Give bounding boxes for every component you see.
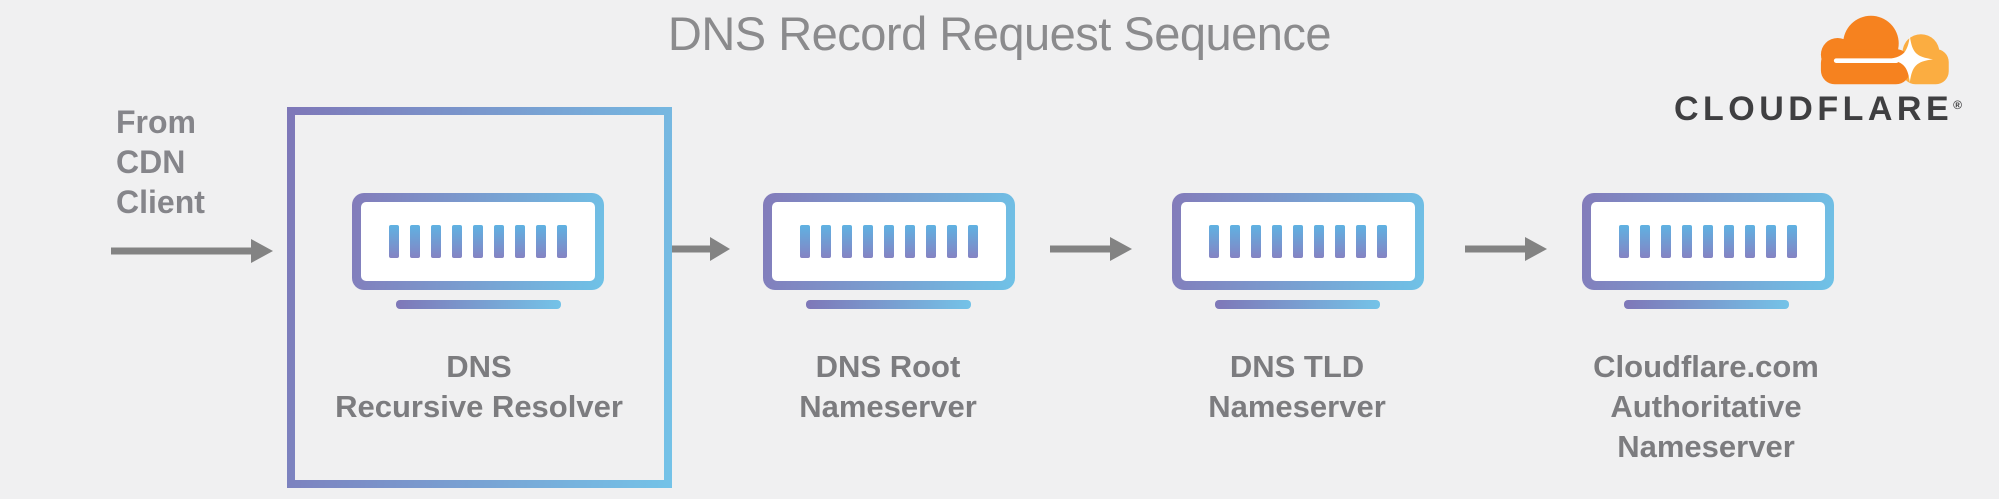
server-stand bbox=[1215, 300, 1380, 309]
flow-arrow-root-to-tld-icon bbox=[1050, 237, 1132, 261]
flow-arrow-tld-to-authoritative-icon bbox=[1465, 237, 1547, 261]
server-monitor-icon bbox=[1582, 193, 1834, 290]
server-monitor-icon bbox=[763, 193, 1015, 290]
server-slot-bar bbox=[1640, 225, 1650, 258]
server-slot-bar bbox=[389, 225, 399, 258]
server-slot-bar bbox=[1377, 225, 1387, 258]
server-slot-bar bbox=[884, 225, 894, 258]
cloudflare-cloud-icon bbox=[1820, 15, 1949, 85]
server-slot-bar bbox=[947, 225, 957, 258]
server-slot-bar bbox=[968, 225, 978, 258]
server-slot-bar bbox=[1724, 225, 1734, 258]
highlight-box-inner bbox=[295, 115, 664, 480]
server-slot-bar bbox=[473, 225, 483, 258]
source-label: From CDN Client bbox=[116, 104, 205, 220]
server-slot-bar bbox=[557, 225, 567, 258]
server-slot-bar bbox=[1619, 225, 1629, 258]
server-slot-bar bbox=[1682, 225, 1692, 258]
server-slot-bar bbox=[1766, 225, 1776, 258]
server-slot-bar bbox=[1335, 225, 1345, 258]
server-slot-bar bbox=[905, 225, 915, 258]
server-slot-bar bbox=[863, 225, 873, 258]
server-slot-bar bbox=[515, 225, 525, 258]
server-monitor-icon bbox=[1172, 193, 1424, 290]
node-label-cloudflare-authoritative-nameserver: Cloudflare.com Authoritative Nameserver bbox=[1593, 349, 1819, 464]
server-stand bbox=[396, 300, 561, 309]
highlight-box-recursive-resolver bbox=[287, 107, 672, 488]
cloudflare-brand-text: CLOUDFLARE bbox=[1673, 90, 1954, 128]
server-slot-bar bbox=[1209, 225, 1219, 258]
registered-trademark-symbol: ® bbox=[1953, 98, 1962, 112]
server-screen bbox=[772, 202, 1006, 281]
server-slot-bar bbox=[1230, 225, 1240, 258]
server-slot-bar bbox=[1703, 225, 1713, 258]
server-slot-bar bbox=[536, 225, 546, 258]
server-screen bbox=[1181, 202, 1415, 281]
diagram-title: DNS Record Request Sequence bbox=[667, 7, 1332, 60]
node-label-dns-root-nameserver: DNS Root Nameserver bbox=[799, 349, 977, 424]
server-slot-bar bbox=[842, 225, 852, 258]
server-screen bbox=[361, 202, 595, 281]
server-slot-bar bbox=[1356, 225, 1366, 258]
flow-arrow-resolver-to-root-icon bbox=[672, 237, 730, 261]
server-slot-bar bbox=[1745, 225, 1755, 258]
server-slot-bar bbox=[1272, 225, 1282, 258]
server-slot-bar bbox=[431, 225, 441, 258]
server-stand bbox=[1624, 300, 1789, 309]
server-slot-bar bbox=[410, 225, 420, 258]
server-monitor-icon bbox=[352, 193, 604, 290]
server-slot-bar bbox=[1251, 225, 1261, 258]
server-slot-bar bbox=[1661, 225, 1671, 258]
server-slot-bar bbox=[1314, 225, 1324, 258]
cloudflare-wordmark: CLOUDFLARE® bbox=[1630, 90, 1962, 129]
server-screen bbox=[1591, 202, 1825, 281]
node-label-dns-recursive-resolver: DNS Recursive Resolver bbox=[335, 349, 623, 424]
server-slot-bar bbox=[1293, 225, 1303, 258]
server-slot-bar bbox=[452, 225, 462, 258]
node-label-dns-tld-nameserver: DNS TLD Nameserver bbox=[1208, 349, 1386, 424]
server-slot-bar bbox=[800, 225, 810, 258]
flow-arrow-client-to-resolver-icon bbox=[111, 239, 273, 263]
server-slot-bar bbox=[821, 225, 831, 258]
server-stand bbox=[806, 300, 971, 309]
server-slot-bar bbox=[1787, 225, 1797, 258]
server-slot-bar bbox=[494, 225, 504, 258]
server-slot-bar bbox=[926, 225, 936, 258]
